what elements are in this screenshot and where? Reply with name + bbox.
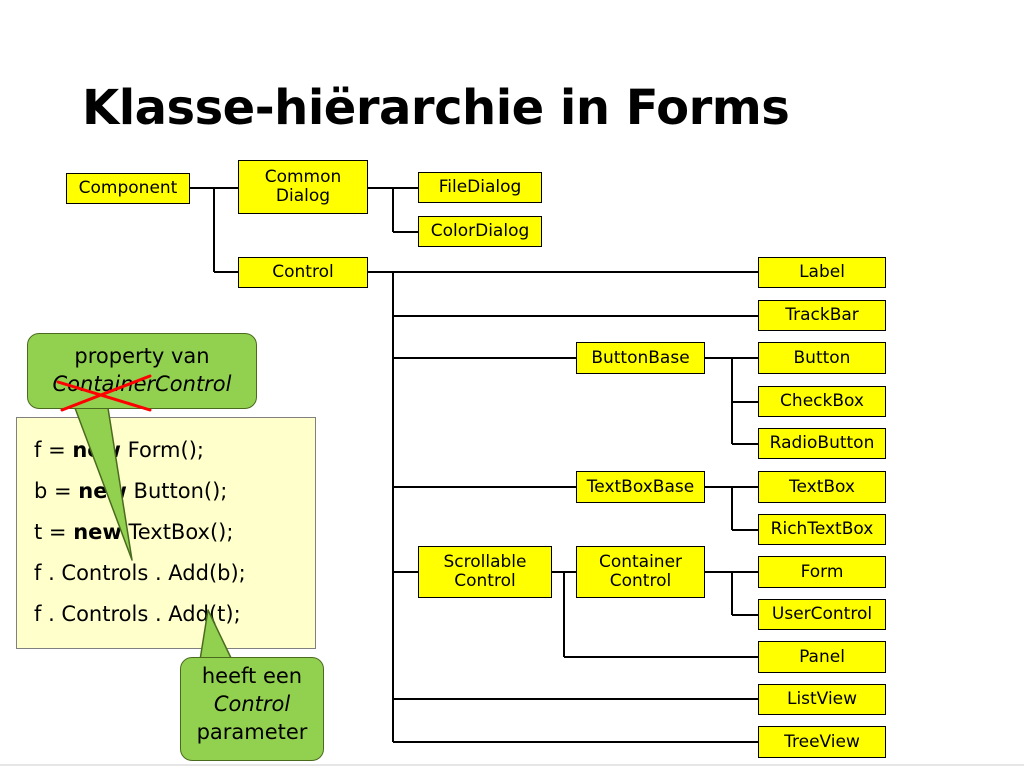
class-label-file-dialog: FileDialog — [438, 177, 522, 197]
class-box-button: Button — [758, 342, 886, 374]
class-box-treeview: TreeView — [758, 726, 886, 758]
strike-line-1 — [56, 380, 152, 412]
class-box-textboxbase: TextBoxBase — [576, 471, 705, 503]
class-label-checkbox: CheckBox — [780, 391, 864, 411]
class-box-textbox: TextBox — [758, 471, 886, 503]
class-label-container-control: Container Control — [598, 552, 683, 591]
class-box-color-dialog: ColorDialog — [418, 216, 542, 247]
class-label-label: Label — [799, 262, 845, 282]
class-box-usercontrol: UserControl — [758, 599, 886, 630]
class-box-file-dialog: FileDialog — [418, 172, 542, 203]
callout-top-class-name: ContainerControl — [52, 372, 232, 396]
callout-heeft-een-control: heeft een Control parameter — [180, 657, 324, 761]
class-box-buttonbase: ButtonBase — [576, 342, 705, 374]
class-box-control: Control — [238, 257, 368, 288]
code-text: f = — [34, 438, 73, 462]
class-label-usercontrol: UserControl — [771, 604, 873, 624]
class-label-scrollable-control: Scrollable Control — [443, 552, 527, 591]
class-label-control: Control — [272, 262, 334, 282]
callout-bottom-text: heeft een — [201, 664, 303, 688]
class-label-buttonbase: ButtonBase — [591, 347, 690, 368]
class-box-label: Label — [758, 257, 886, 288]
code-text: Button(); — [126, 479, 228, 503]
callout-property-van: property van ContainerControl — [27, 333, 257, 409]
footer-divider — [0, 764, 1024, 766]
code-line: f . Controls . Add(b); — [34, 553, 315, 594]
class-box-panel: Panel — [758, 641, 886, 673]
class-box-richtextbox: RichTextBox — [758, 514, 886, 545]
class-label-listview: ListView — [786, 689, 858, 709]
class-box-listview: ListView — [758, 684, 886, 715]
slide-title: Klasse-hiërarchie in Forms — [82, 80, 790, 136]
class-label-radiobutton: RadioButton — [769, 433, 875, 453]
class-label-treeview: TreeView — [784, 731, 860, 752]
class-box-form: Form — [758, 556, 886, 588]
code-text: Form(); — [120, 438, 204, 462]
class-box-common-dialog: Common Dialog — [238, 160, 368, 214]
class-box-trackbar: TrackBar — [758, 300, 886, 331]
code-text: TextBox(); — [121, 520, 234, 544]
callout-bottom-text-2: parameter — [196, 720, 308, 744]
class-label-component: Component — [78, 178, 178, 198]
class-label-richtextbox: RichTextBox — [770, 519, 874, 539]
class-label-form: Form — [800, 561, 844, 582]
callout-top-text: property van — [74, 344, 210, 368]
code-text: b = — [34, 479, 79, 503]
callout-bottom-class-name: Control — [213, 692, 291, 716]
class-label-textboxbase: TextBoxBase — [586, 476, 695, 497]
class-label-trackbar: TrackBar — [785, 305, 859, 325]
class-box-checkbox: CheckBox — [758, 386, 886, 417]
code-text: t = — [34, 520, 74, 544]
class-label-common-dialog: Common Dialog — [264, 167, 342, 206]
class-label-textbox: TextBox — [789, 476, 855, 497]
class-box-container-control: Container Control — [576, 546, 705, 598]
class-box-component: Component — [66, 173, 190, 204]
class-box-radiobutton: RadioButton — [758, 428, 886, 459]
class-label-color-dialog: ColorDialog — [430, 221, 530, 241]
class-label-panel: Panel — [799, 646, 845, 667]
strike-line-2 — [60, 374, 152, 412]
class-label-button: Button — [793, 347, 851, 368]
code-text: f . Controls . Add(b); — [34, 561, 246, 585]
class-box-scrollable-control: Scrollable Control — [418, 546, 552, 598]
